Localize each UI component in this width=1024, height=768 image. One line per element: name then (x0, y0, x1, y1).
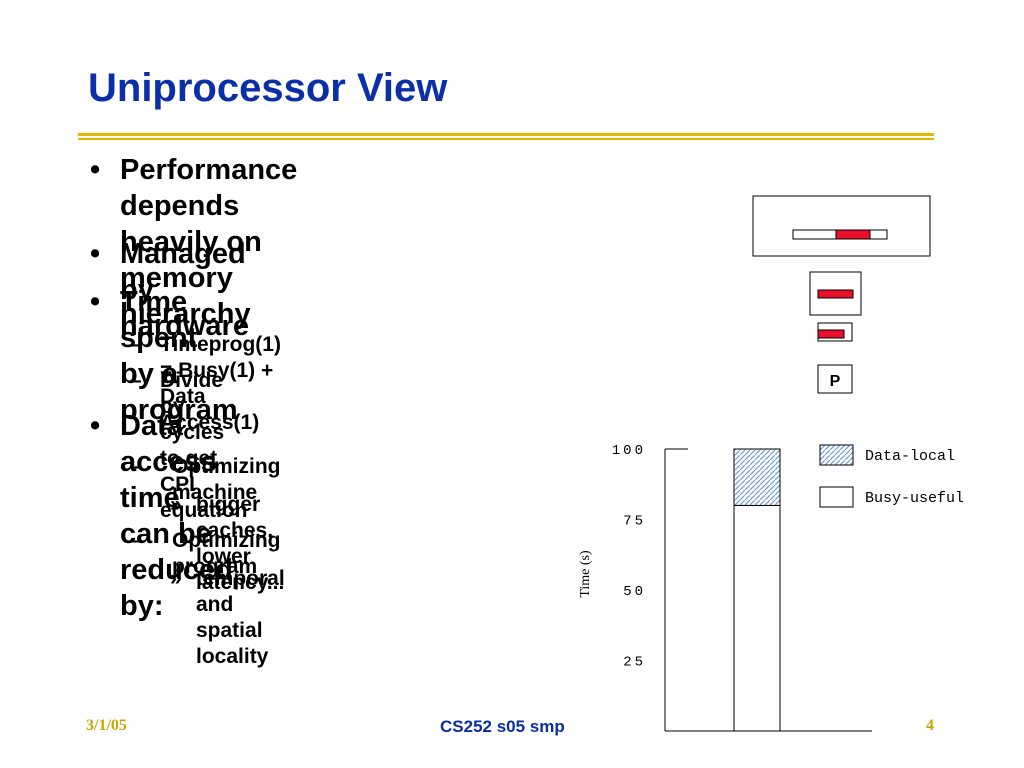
sub-bullet-timeprog: – Timeprog(1) = Busy(1) + Data Access(1) (130, 332, 281, 436)
bullet-managed: • Managed by hardware (90, 236, 249, 344)
y-axis-label: Time (s) (578, 550, 593, 598)
sub-bullet-text: Timeprog(1) = Busy(1) + Data Access(1) (160, 333, 281, 434)
sub-bullet-text: Optimizing machine (172, 455, 281, 504)
sub-bullet-dash: – (130, 369, 142, 392)
bullet-dot: • (90, 238, 101, 270)
sub-bullet-text: Divide by cycles to get CPI equation (160, 369, 248, 522)
bullet-dot: • (90, 286, 101, 318)
sub-bullet-text: Optimizing program (172, 529, 281, 578)
detail-text: temporal and spatial locality (196, 567, 285, 668)
processor-label: P (830, 373, 841, 390)
sub-bullet-cpi: – Divide by cycles to get CPI equation (130, 368, 248, 524)
sub-bullet-dash: – (130, 455, 142, 478)
bullet-time-spent: • Time spent by a program (90, 284, 238, 428)
memory-data-block (835, 229, 871, 240)
detail-locality: » temporal and spatial locality (170, 566, 285, 670)
bullet-dot: • (90, 410, 101, 442)
y-tick-label: 25 (623, 655, 646, 671)
sub-bullet-optimizing-machine: – Optimizing machine (130, 454, 281, 506)
detail-bigger-caches: » bigger caches, lower latency... (170, 492, 285, 596)
y-tick-label: 75 (623, 514, 646, 530)
processor-box (817, 364, 853, 394)
l1-data-block (817, 329, 845, 339)
slide-title: Uniprocessor View (88, 66, 448, 110)
sub-bullet-dash: – (130, 333, 142, 356)
chart-bars (733, 448, 781, 732)
detail-marker: » (170, 567, 182, 590)
legend-swatch-busy-useful (819, 486, 854, 508)
bullet-text-line-1: Performance depends heavily on memory (120, 154, 298, 294)
bullet-dot: • (90, 154, 101, 186)
footer-page-number: 4 (926, 717, 934, 734)
bullet-data-access: • Data access time can be reduced by: (90, 408, 233, 624)
bullet-text: Managed by hardware (120, 238, 249, 342)
bullet-text: Time spent by a program (120, 286, 238, 426)
chart-ticks: 25 50 75 100 (612, 443, 646, 671)
legend-swatch-data-local (819, 444, 854, 466)
detail-text: bigger caches, lower latency... (196, 493, 285, 594)
title-rule-bottom (78, 138, 934, 140)
bullet-performance: • Performance depends heavily on memory … (90, 152, 298, 332)
bullet-text: Data access time can be reduced by: (120, 410, 233, 622)
bar-segment-busy-useful (733, 504, 781, 732)
legend-label-busy-useful: Busy-useful (865, 490, 964, 507)
title-rule-top (78, 133, 934, 136)
detail-marker: » (170, 493, 182, 516)
sub-bullet-dash: – (130, 529, 142, 552)
footer-date: 3/1/05 (86, 717, 127, 734)
y-tick-label: 50 (623, 584, 646, 600)
main-memory-box (752, 195, 931, 257)
bullet-text-line-2: hierarchy (120, 298, 251, 330)
legend-label-data-local: Data-local (865, 448, 955, 465)
bar-segment-data-local (733, 448, 781, 506)
footer-course: CS252 s05 smp (440, 717, 565, 736)
l2-data-block (817, 289, 854, 299)
y-tick-label: 100 (612, 443, 646, 459)
sub-bullet-optimizing-program: – Optimizing program (130, 528, 281, 580)
